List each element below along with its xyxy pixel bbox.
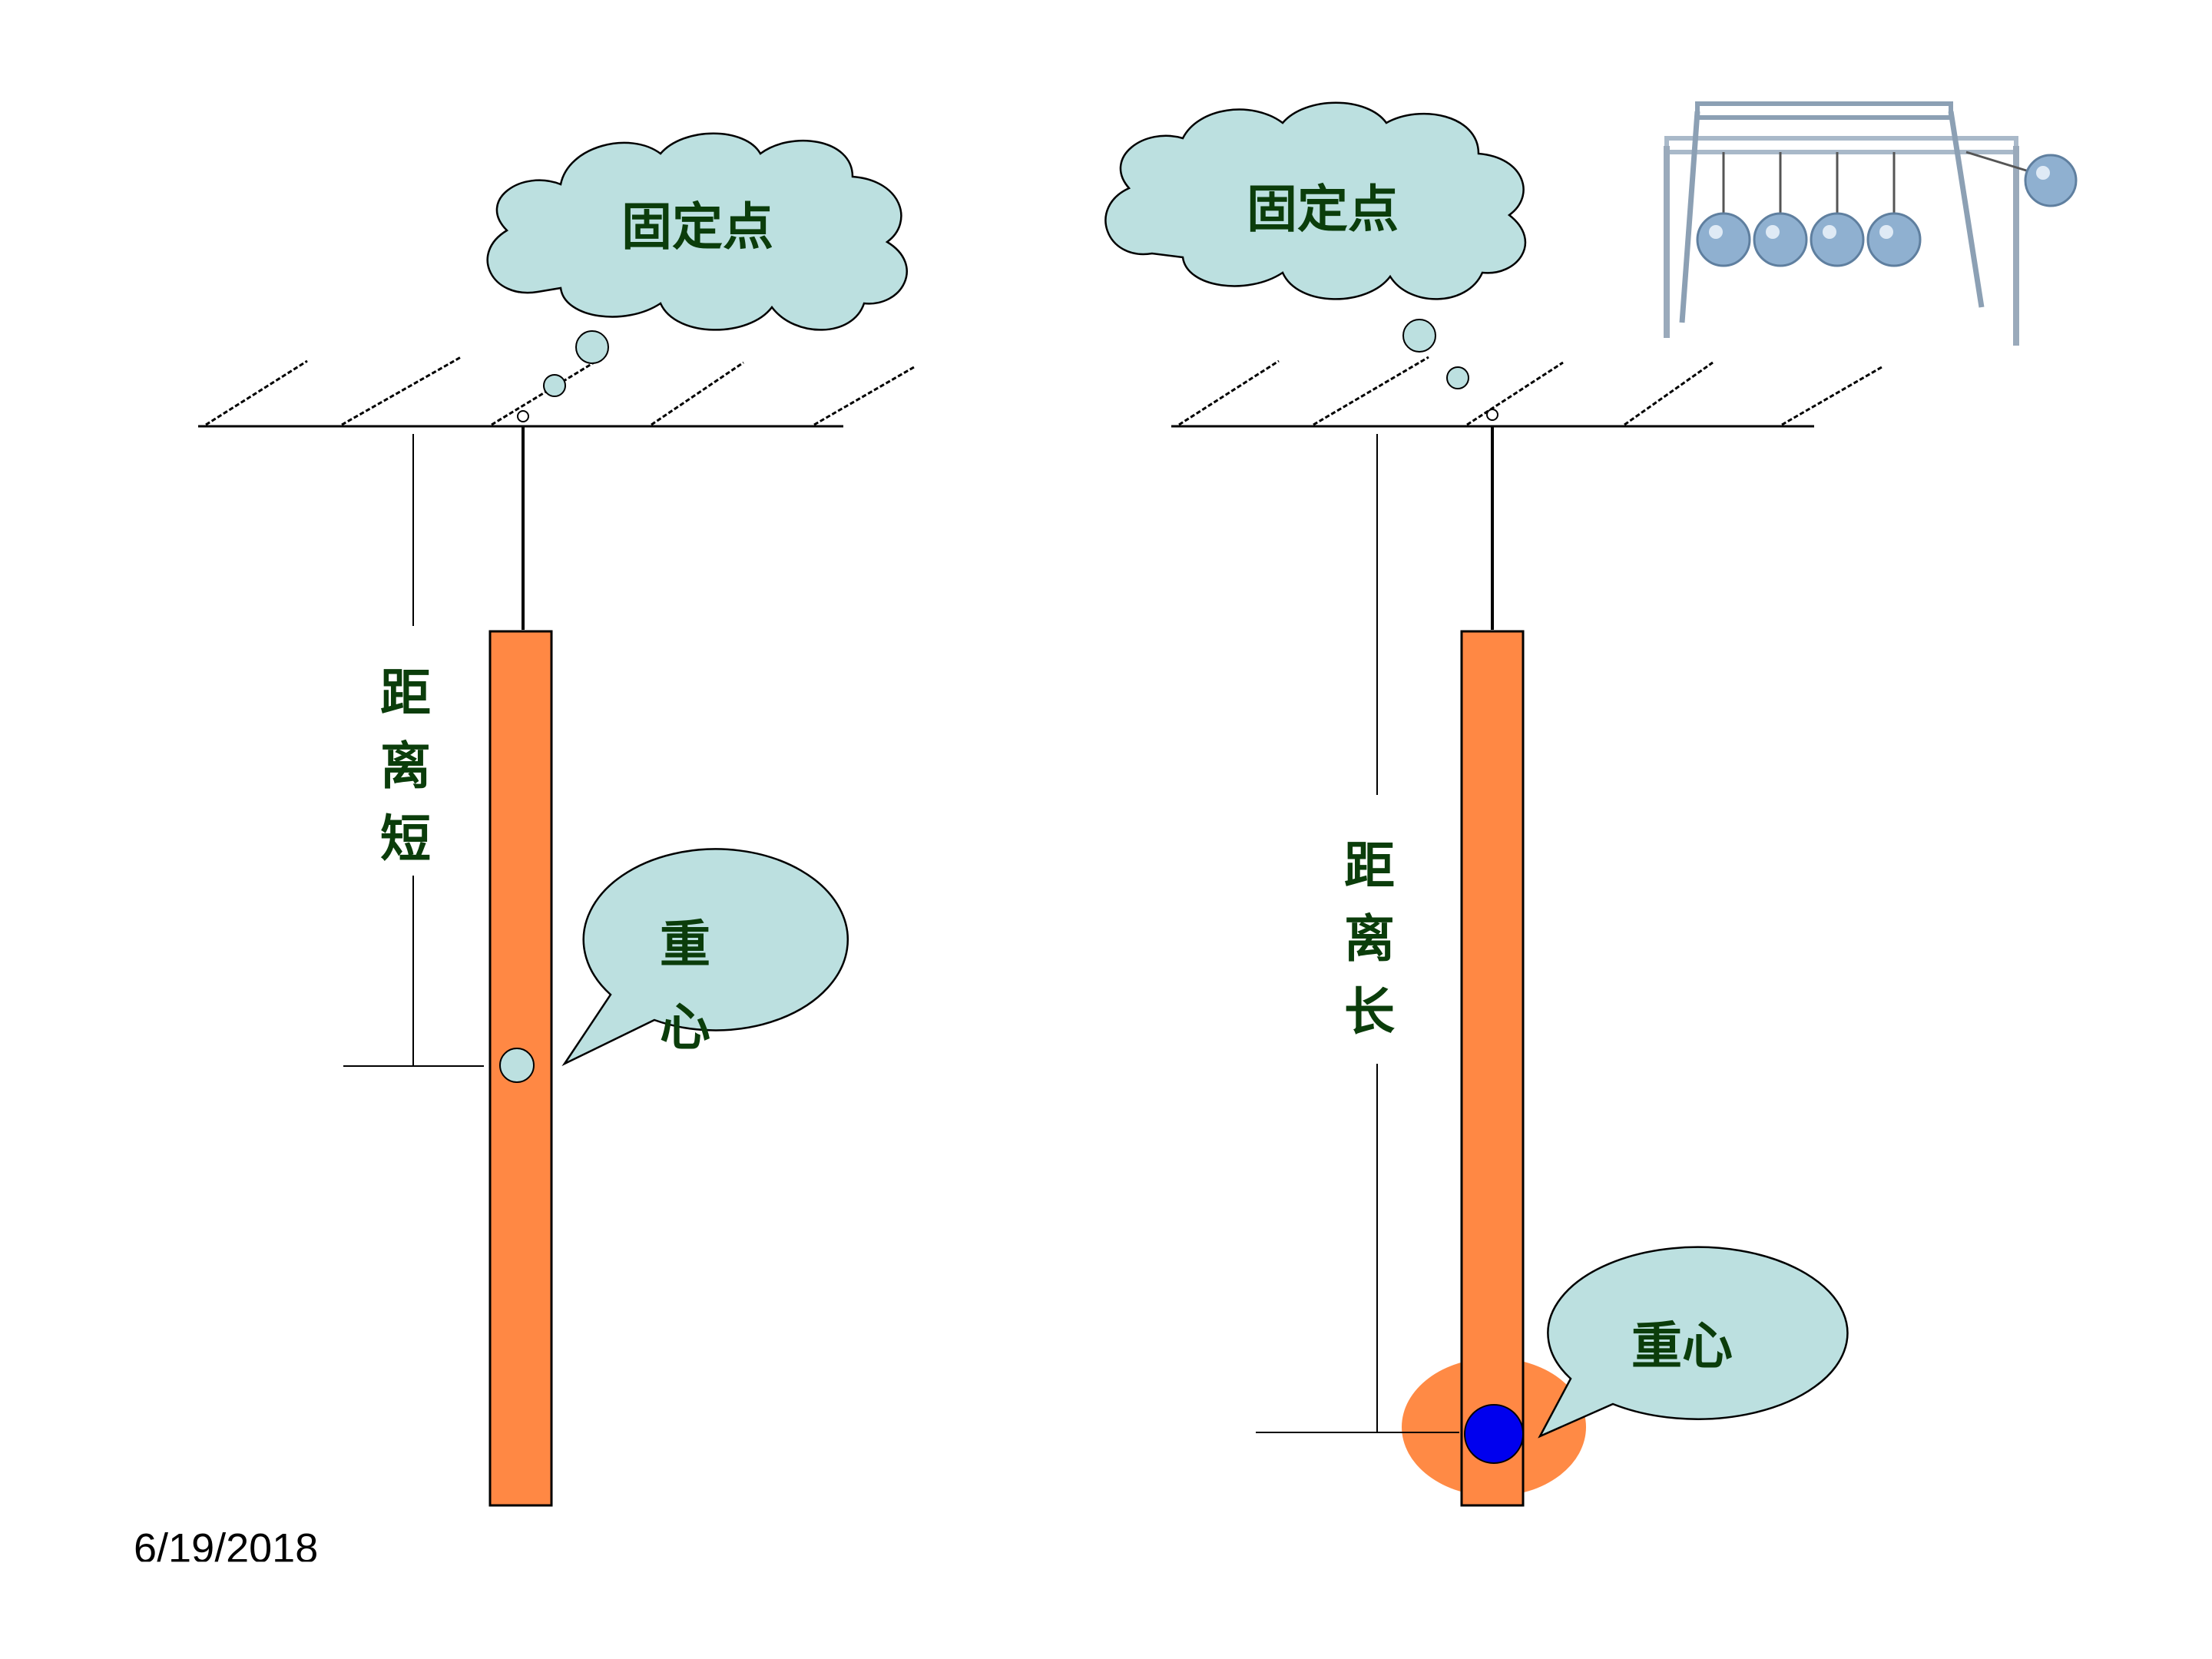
left-diagram: 固定点 距 离 短 重 心: [198, 132, 915, 1507]
right-bubble-label: 重心: [1631, 1316, 1733, 1376]
left-bubble-char-1: 重: [660, 915, 710, 974]
left-fixed-point: [517, 410, 529, 422]
right-speech-bubble: [1538, 1246, 1849, 1439]
right-rod: [1460, 630, 1525, 1507]
right-diagram: 固定点: [1104, 101, 2078, 1507]
footer-date: 6/19/2018: [134, 1525, 319, 1571]
left-distance-char-3: 短: [380, 810, 431, 869]
left-ceiling: [198, 356, 915, 428]
newtons-cradle-image: [1664, 101, 2078, 346]
right-distance-marker: [1256, 434, 1459, 1433]
left-thought-dot-large: [575, 330, 609, 364]
right-center-of-gravity: [1464, 1404, 1524, 1464]
left-distance-char-2: 离: [380, 737, 431, 796]
left-thought-dot-small: [543, 374, 566, 397]
right-distance-char-1: 距: [1344, 836, 1395, 896]
left-cloud: [486, 132, 908, 331]
right-cloud-label: 固定点: [1247, 180, 1399, 239]
right-cloud: [1104, 101, 1527, 300]
right-distance-char-2: 离: [1344, 909, 1395, 969]
left-center-of-gravity: [499, 1048, 535, 1083]
right-distance-char-3: 长: [1344, 982, 1395, 1041]
left-distance-char-1: 距: [380, 664, 431, 723]
right-fixed-point: [1486, 409, 1498, 421]
left-distance-marker: [343, 434, 484, 1067]
right-thought-dot-small: [1446, 366, 1469, 389]
right-thought-dot-large: [1402, 319, 1436, 353]
left-cloud-label: 固定点: [621, 197, 773, 257]
right-ceiling: [1171, 356, 1883, 428]
left-speech-bubble: [561, 848, 849, 1067]
left-bubble-char-2: 心: [660, 998, 710, 1057]
